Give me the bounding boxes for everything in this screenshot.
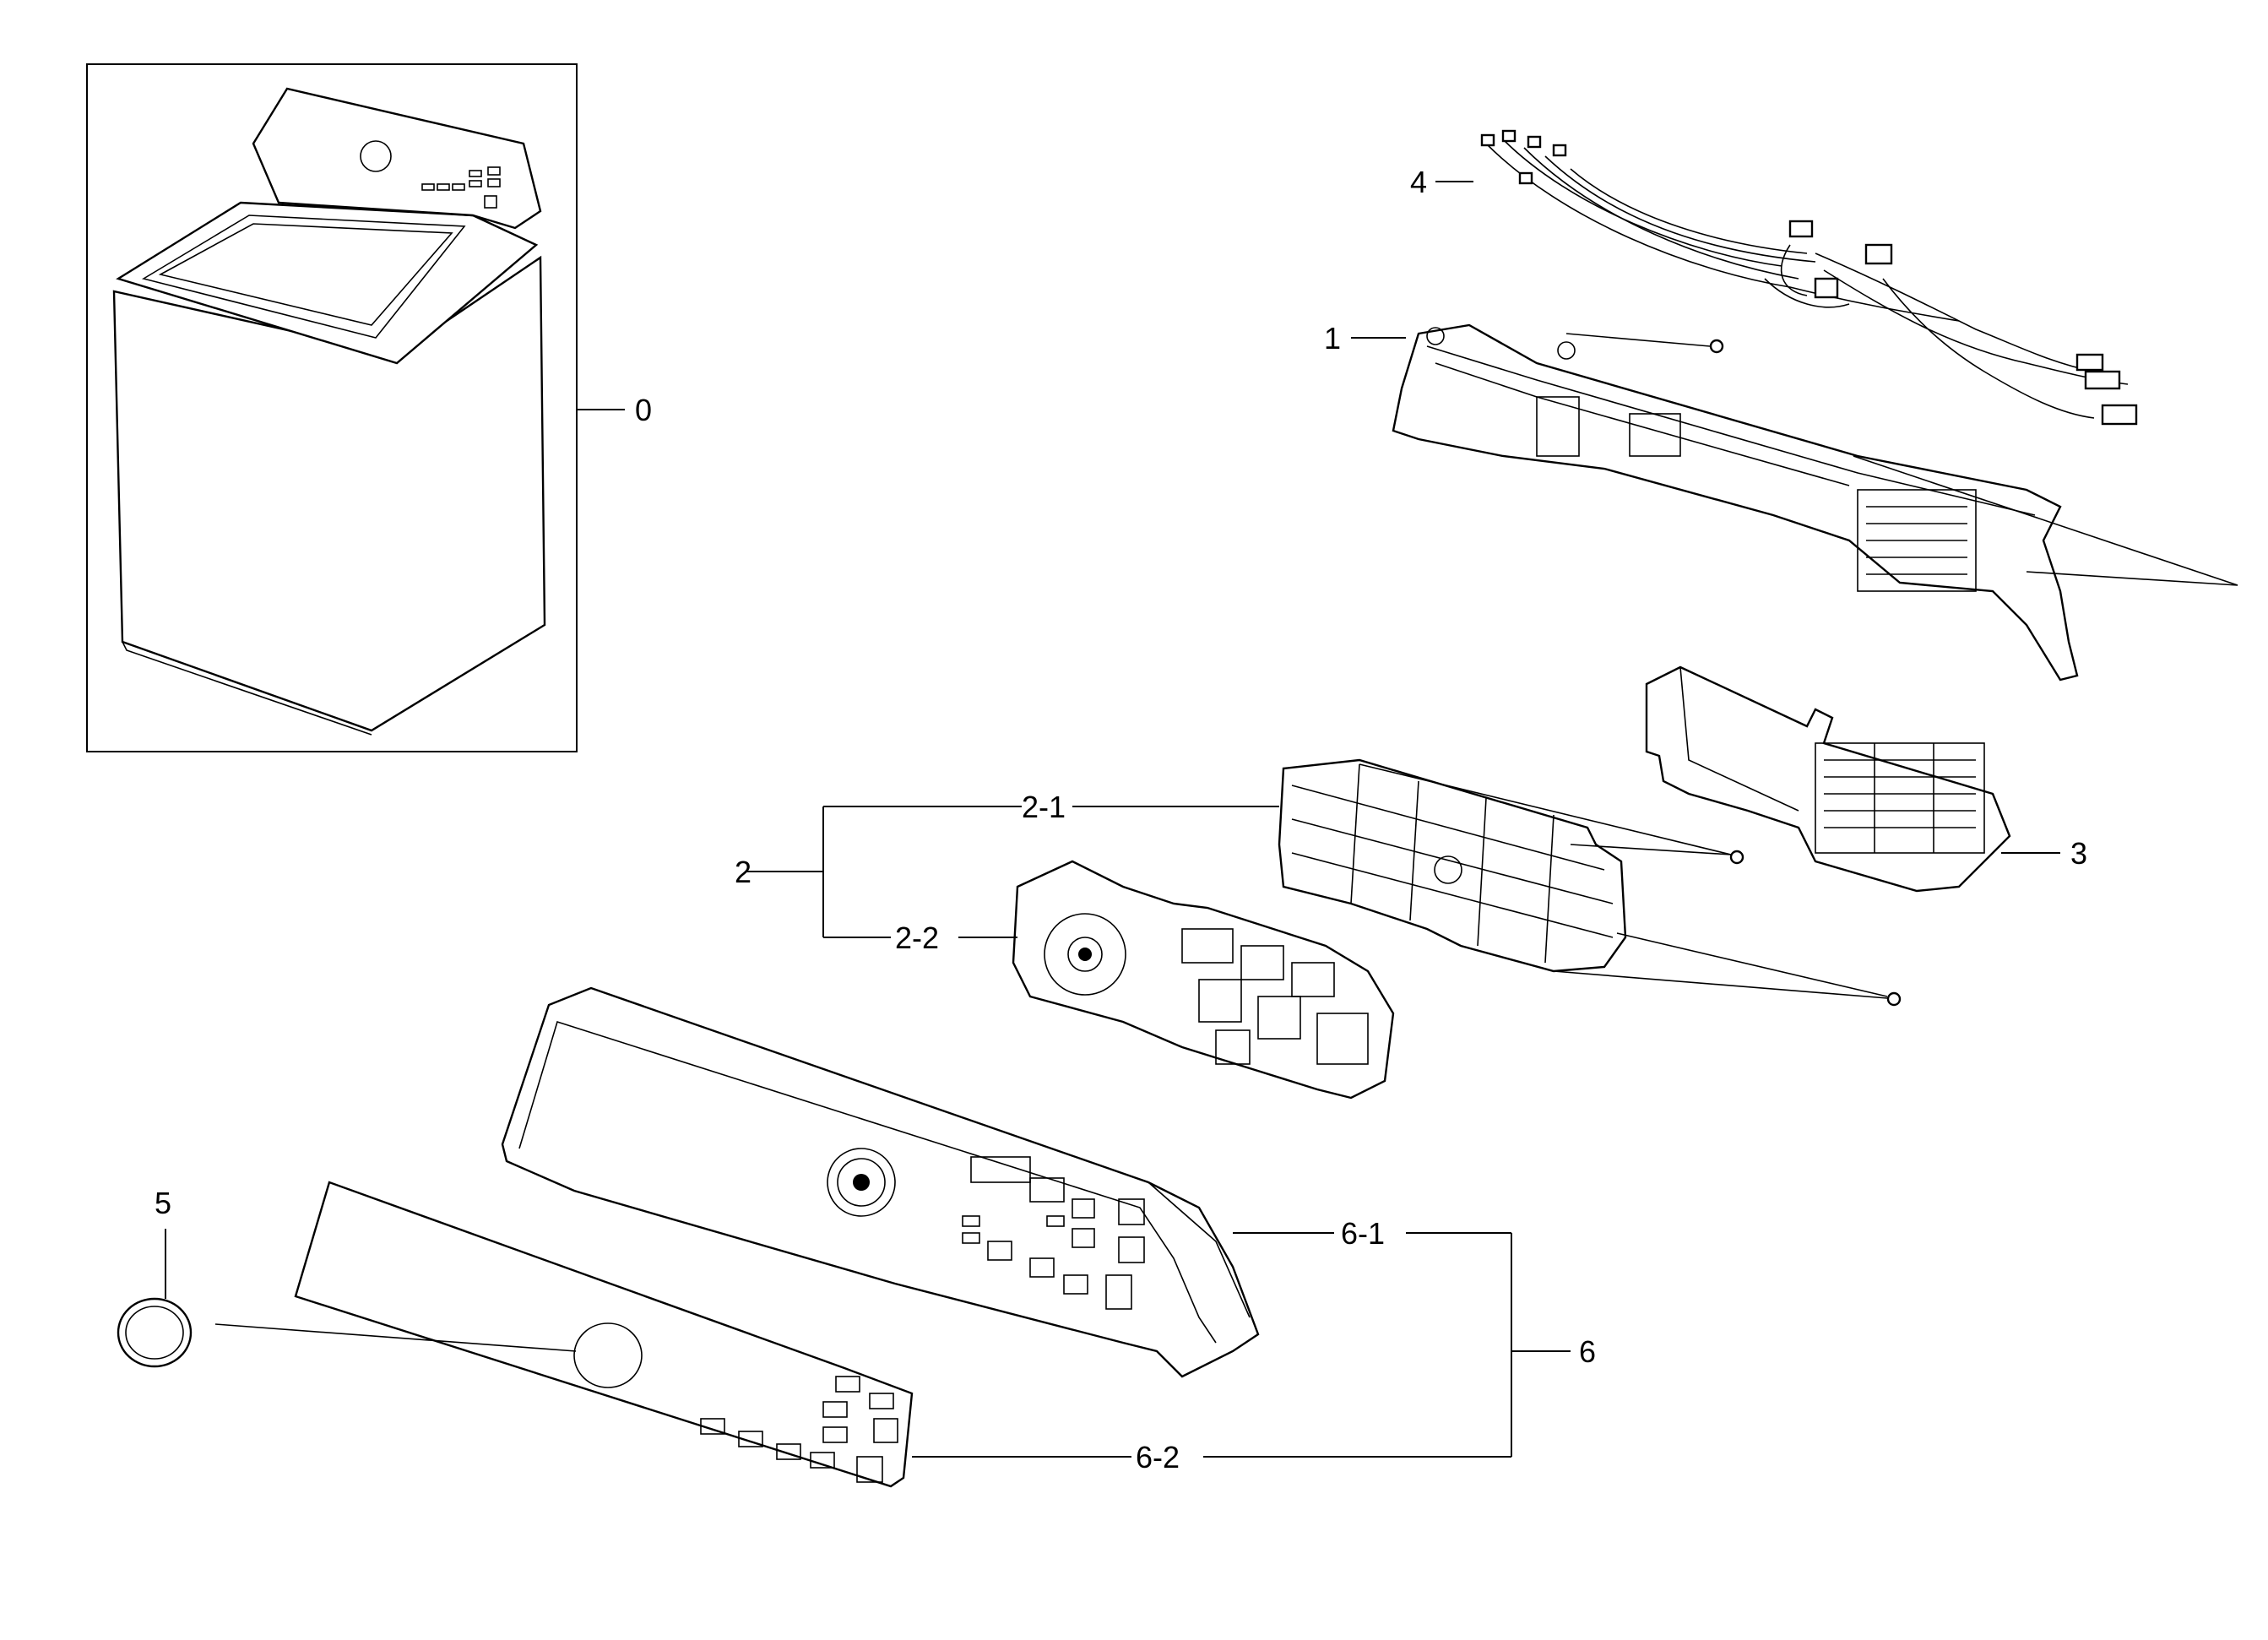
screw-icon-3 (1886, 991, 1902, 1007)
frame-vents-icon (1536, 396, 1977, 592)
washer-illustration (112, 87, 546, 736)
control-panel-frame (1392, 323, 2079, 682)
washer-panel-buttons-icon (421, 166, 501, 209)
callout-2: 2 (735, 855, 751, 889)
pcb-cover (1645, 665, 2011, 893)
dial-icon (827, 1148, 896, 1217)
callout-3: 3 (2070, 836, 2087, 871)
knob-icon (117, 1297, 193, 1368)
callout-bracket-2 (747, 806, 1279, 938)
panel-buttons-icon (962, 1156, 1145, 1310)
callout-5: 5 (155, 1186, 171, 1220)
screw-icon (1709, 339, 1724, 354)
callout-6: 6 (1579, 1334, 1596, 1369)
pcb-components-icon (1181, 928, 1369, 1065)
cover-vents-icon (1815, 742, 1985, 854)
pcb-housing (1278, 758, 1627, 973)
screw-icon-2 (1729, 850, 1744, 865)
callout-2-1: 2-1 (1022, 790, 1066, 824)
callout-bracket-6 (912, 1232, 1571, 1458)
control-panel-overlay (294, 1181, 914, 1488)
callout-2-2: 2-2 (895, 920, 939, 955)
control-panel-housing (501, 986, 1260, 1378)
callout-0: 0 (635, 393, 652, 427)
callout-4: 4 (1410, 165, 1427, 199)
callout-6-2: 6-2 (1136, 1440, 1180, 1474)
wire-harness (1480, 129, 2138, 426)
callout-1: 1 (1324, 321, 1341, 356)
main-pcb (1012, 860, 1395, 1100)
callout-6-1: 6-1 (1341, 1216, 1385, 1251)
overlay-buttons-icon (700, 1376, 898, 1483)
washer-assembly-frame (86, 63, 578, 752)
